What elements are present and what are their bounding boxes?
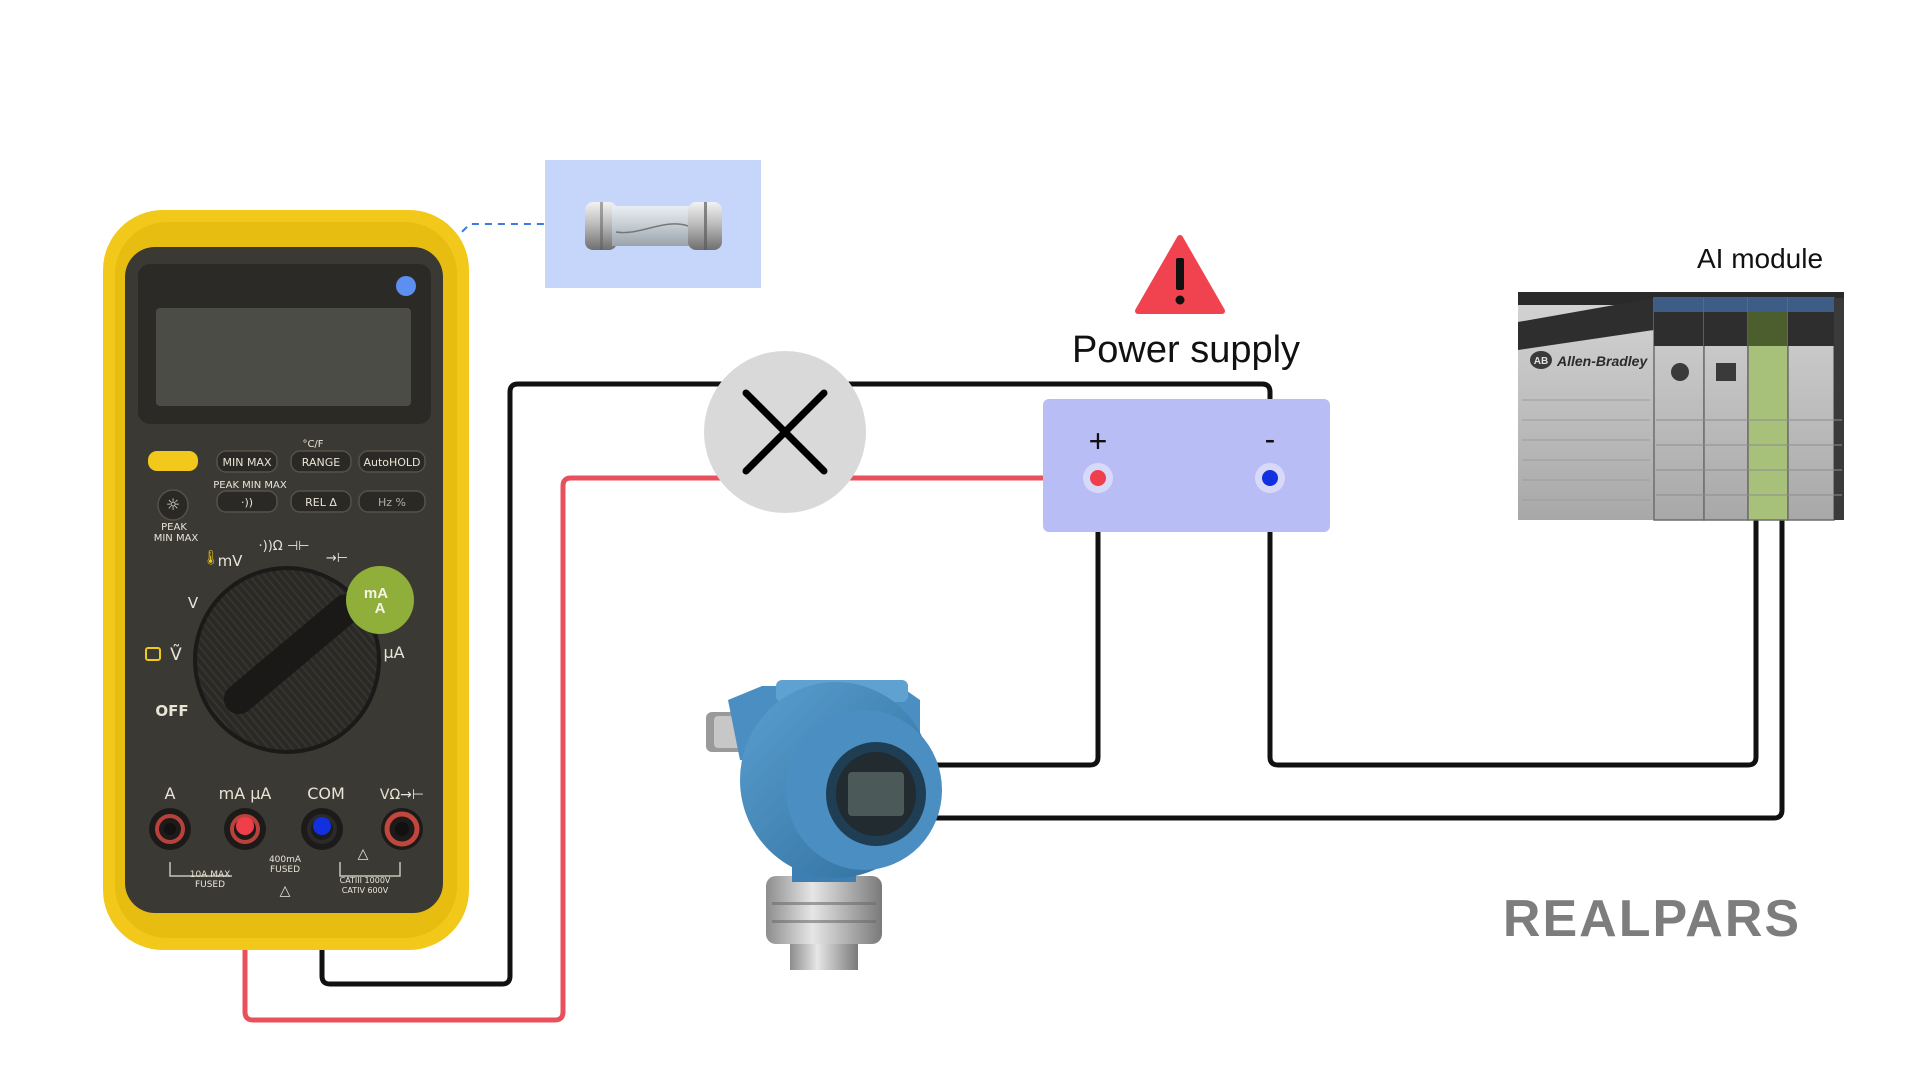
peak-min-max-sub-label: MIN MAX: [154, 533, 199, 544]
dial-diode-label: →⊢: [326, 551, 348, 566]
jack-volt-label: VΩ→⊢: [380, 787, 424, 803]
rel-button[interactable]: [290, 490, 352, 513]
sun-icon: ☼: [166, 495, 180, 514]
power-supply-plus-label: +: [1089, 423, 1108, 459]
realpars-logo: REALPARS: [1503, 890, 1801, 948]
yellow-function-button[interactable]: [148, 451, 198, 471]
dial-a-label: A: [375, 600, 386, 617]
power-supply-label: Power supply: [1072, 329, 1300, 371]
negative-wire: [319, 381, 1273, 987]
cat-iv-label: CATIV 600V: [342, 886, 389, 895]
pressure-transmitter: [706, 680, 942, 970]
dial-mv-label: mV: [218, 552, 244, 570]
dial-ohm-label: ·))Ω ⊣⊢: [259, 539, 310, 554]
svg-text:REL Δ: REL Δ: [305, 496, 337, 509]
svg-text:RANGE: RANGE: [302, 456, 340, 469]
cf-label: °C/F: [302, 439, 323, 450]
allen-bradley-badge: AB Allen-Bradley: [1530, 351, 1648, 369]
svg-text:Hz %: Hz %: [378, 496, 406, 509]
power-supply: + - Power supply: [1043, 329, 1330, 532]
power-supply-positive-dot: [1090, 470, 1106, 486]
jack-com-label: COM: [307, 784, 345, 803]
dial-vac-label: Ṽ: [170, 643, 182, 665]
continuity-button[interactable]: [216, 490, 278, 513]
dial-off-label: OFF: [155, 702, 188, 720]
fuse-location-marker[interactable]: [396, 276, 416, 296]
ai-module: AI module AB Allen-Bradley: [1518, 243, 1844, 521]
ma-fused-label: 400mA: [269, 855, 302, 865]
range-button[interactable]: [290, 450, 352, 473]
wires: [242, 381, 1785, 1023]
fuse-callout: [405, 160, 761, 288]
ten-a-max-label: 10A MAX: [190, 870, 231, 880]
ps-negative-to-ai-module-wire: [1267, 478, 1759, 768]
peak-label: PEAK: [161, 522, 187, 533]
min-max-button[interactable]: [216, 450, 278, 473]
glass-fuse-icon: [585, 202, 722, 250]
jack-volt[interactable]: [381, 808, 423, 850]
x-mark-icon: [704, 351, 866, 513]
dial-vdc-label: V: [188, 594, 199, 612]
jack-ma-ua-label: mA μA: [219, 784, 272, 803]
backlight-button[interactable]: [157, 489, 189, 521]
cat-iii-label: CATIII 1000V: [340, 876, 391, 885]
thermometer-icon: 🌡: [202, 549, 220, 565]
dial-ma-label: mA: [364, 585, 388, 602]
svg-text:AB: AB: [1534, 356, 1548, 367]
ma-fused-sub-label: FUSED: [270, 865, 300, 875]
ai-module-label: AI module: [1697, 243, 1823, 274]
warning-small-icon: △: [358, 846, 369, 862]
power-supply-box: [1043, 399, 1330, 532]
multimeter-display: [156, 308, 411, 406]
jack-a[interactable]: [149, 808, 191, 850]
hz-button[interactable]: [358, 490, 426, 513]
svg-text:MIN MAX: MIN MAX: [222, 456, 271, 469]
svg-text:AutoHOLD: AutoHOLD: [363, 456, 420, 469]
jack-ma-ua[interactable]: [224, 808, 266, 850]
ps-positive-to-transmitter-wire: [930, 478, 1101, 768]
power-supply-negative-dot: [1262, 470, 1278, 486]
warning-small-icon-2: △: [280, 883, 291, 899]
lozenge-icon: [145, 647, 161, 661]
warning-triangle-icon: [1135, 235, 1225, 314]
positive-wire: [242, 475, 1098, 1023]
svg-text:·)): ·)): [241, 496, 253, 509]
allen-bradley-brand: Allen-Bradley: [1556, 353, 1648, 369]
multimeter: MIN MAX °C/F RANGE AutoHOLD PEAK MIN MAX…: [103, 210, 469, 950]
jack-com[interactable]: [301, 808, 343, 850]
jack-a-label: A: [165, 784, 176, 803]
autohold-button[interactable]: [358, 450, 426, 473]
peak-min-max-label: PEAK MIN MAX: [213, 480, 287, 491]
dial-ua-label: μA: [383, 643, 404, 662]
ma-a-selection-highlight: [346, 566, 414, 634]
power-supply-minus-label: -: [1265, 421, 1276, 457]
dial-pointer: [223, 594, 362, 715]
ten-a-fused-label: FUSED: [195, 880, 225, 890]
transmitter-to-ai-module-wire: [930, 518, 1785, 821]
